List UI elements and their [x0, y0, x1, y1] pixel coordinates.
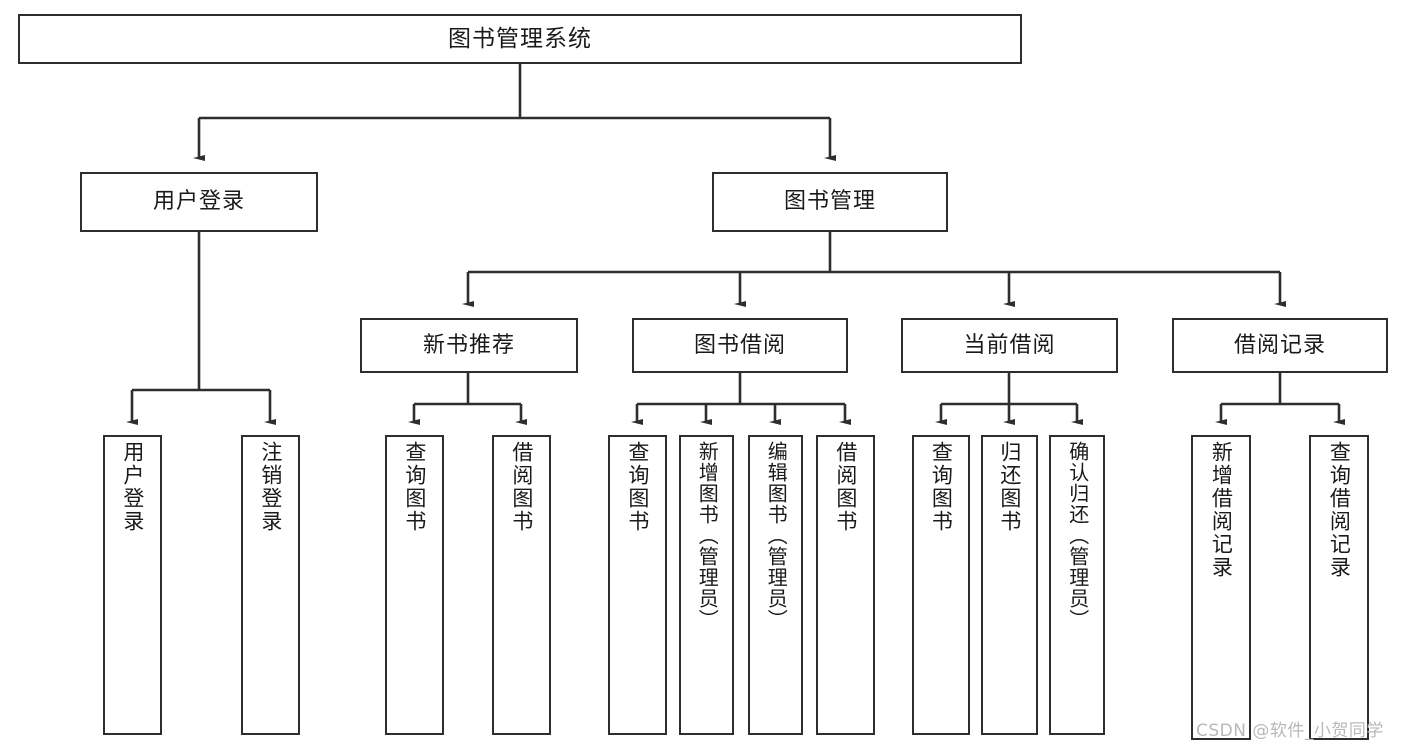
- node-label: 图书管理: [783, 189, 876, 214]
- leaf-new-book-borrow[interactable]: 借阅图书: [492, 435, 551, 735]
- node-label: 借阅图书: [833, 441, 858, 533]
- leaf-borrow-query-book[interactable]: 查询图书: [608, 435, 667, 735]
- leaf-record-add-borrow-record[interactable]: 新增借阅记录: [1191, 435, 1251, 740]
- node-label: 新书推荐: [422, 332, 515, 358]
- leaf-borrow-borrow-book[interactable]: 借阅图书: [816, 435, 875, 735]
- node-label: 查询图书: [929, 441, 954, 533]
- leaf-record-query-borrow-record[interactable]: 查询借阅记录: [1309, 435, 1369, 740]
- leaf-current-return-book[interactable]: 归还图书: [981, 435, 1038, 735]
- node-user-login[interactable]: 用户登录: [80, 172, 318, 232]
- node-label: 借阅记录: [1233, 332, 1326, 358]
- node-label: 用户登录: [120, 441, 145, 533]
- node-book-management[interactable]: 图书管理: [712, 172, 948, 232]
- node-root-system[interactable]: 图书管理系统: [18, 14, 1022, 64]
- node-label: 归还图书: [997, 441, 1022, 533]
- leaf-current-query-book[interactable]: 查询图书: [912, 435, 970, 735]
- node-label: 当前借阅: [963, 332, 1056, 358]
- csdn-watermark: CSDN @软件_小贺同学: [1196, 721, 1384, 741]
- node-label: 查询图书: [402, 441, 427, 533]
- node-label: 编辑图书（管理员）: [764, 441, 789, 630]
- node-label: 图书借阅: [693, 332, 786, 358]
- leaf-borrow-add-book-admin[interactable]: 新增图书（管理员）: [679, 435, 734, 735]
- node-label: 新增借阅记录: [1209, 441, 1234, 579]
- node-label: 确认归还（管理员）: [1065, 441, 1090, 630]
- node-current-borrow[interactable]: 当前借阅: [901, 318, 1118, 373]
- leaf-user-login-login[interactable]: 用户登录: [103, 435, 162, 735]
- node-label: 借阅图书: [509, 441, 534, 533]
- node-label: 图书管理系统: [448, 25, 592, 52]
- node-label: 新增图书（管理员）: [695, 441, 720, 630]
- node-borrow-record[interactable]: 借阅记录: [1172, 318, 1388, 373]
- node-label: 查询图书: [625, 441, 650, 533]
- leaf-borrow-edit-book-admin[interactable]: 编辑图书（管理员）: [748, 435, 803, 735]
- node-label: 用户登录: [152, 189, 245, 214]
- leaf-current-confirm-return-admin[interactable]: 确认归还（管理员）: [1049, 435, 1105, 735]
- node-book-borrow[interactable]: 图书借阅: [632, 318, 848, 373]
- node-new-book-recommend[interactable]: 新书推荐: [360, 318, 578, 373]
- leaf-new-book-query[interactable]: 查询图书: [385, 435, 444, 735]
- node-label: 查询借阅记录: [1327, 441, 1352, 579]
- node-label: 注销登录: [258, 441, 283, 533]
- leaf-user-login-logout[interactable]: 注销登录: [241, 435, 300, 735]
